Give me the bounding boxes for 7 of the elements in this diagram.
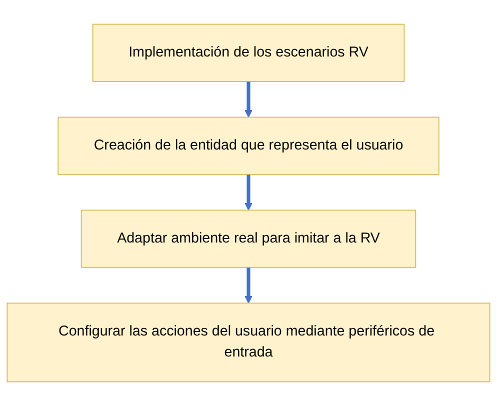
- arrow: [244, 267, 252, 304]
- arrow: [244, 174, 252, 210]
- node-box: Implementación de los escenarios RV: [92, 24, 405, 82]
- node-box: Configurar las acciones del usuario mediante periféricos de entrada: [6, 302, 490, 382]
- node-box: Adaptar ambiente real para imitar a la RV: [80, 210, 416, 268]
- node-box: Creación de la entidad que representa el usuario: [58, 116, 440, 175]
- arrow: [244, 81, 252, 118]
